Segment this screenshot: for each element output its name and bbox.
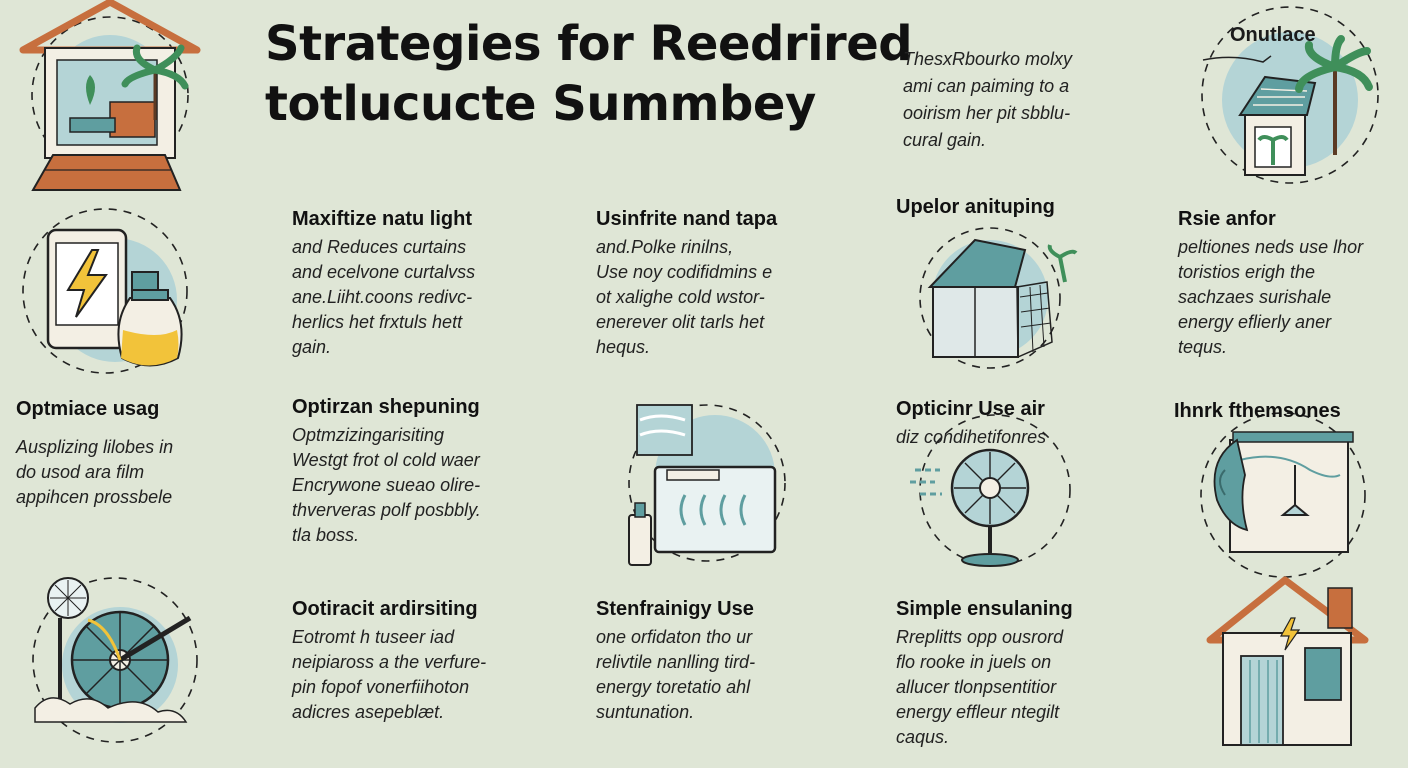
tip-line: energy effleur ntegilt [896,702,1060,722]
tip-heading: Optirzan shepuning [292,396,480,418]
tip-line: appihcen prossbele [16,487,173,507]
tip-block: Optirzan shepuning Optmzizingarisiting W… [292,396,481,548]
tip-block: Ootiracit ardirsiting Eotromt h tuseer i… [292,598,486,725]
corner-label: Onutlace [1230,24,1316,46]
tip-line: allucer tlonpsentitior [896,677,1057,697]
page-title: Strategies for Reedrired totlucucte Summ… [265,14,913,134]
intro-line: cural gain. [903,130,987,150]
tip-heading: Upelor anituping [896,196,1055,218]
tip-line: Use noy codifidmins e [596,262,773,282]
house-plant-icon [19,0,201,191]
shade-house-icon [919,227,1078,369]
tip-line: energy toretatio ahl [596,677,751,697]
tip-line: relivtile nanlling tird- [596,652,756,672]
tip-heading: Maxiftize natu light [292,208,472,230]
tip-block: Stenfrainigy Use one orfidaton tho ur re… [596,598,755,725]
tip-block: Ihnrk fthemsones [1174,400,1341,427]
window-plant-icon [1200,412,1366,578]
tip-line: hequs. [596,337,651,357]
tip-line: suntunation. [596,702,695,722]
tip-block: Maxiftize natu light and Reduces curtain… [292,208,475,360]
tip-line: tla boss. [292,525,360,545]
tip-line: Eotromt h tuseer iad [292,627,455,647]
tip-line: and Reduces curtains [292,237,467,257]
tip-line: and.Polke rinilns, [596,237,734,257]
tip-line: caqus. [896,727,950,747]
title-line-1: Strategies for Reedrired [265,16,913,72]
tip-line: thververas polf posbbly. [292,500,481,520]
tip-line: peltiones neds use lhor [1178,237,1364,257]
tip-line: flo rooke in juels on [896,652,1052,672]
tip-line: herlics het frxtuls hett [292,312,463,332]
tip-line: sachzaes surishale [1178,287,1332,307]
tip-block: Opticinr Use air diz condihetifonres [896,398,1046,450]
tip-block: Usinfrite nand tapa and.Polke rinilns, U… [596,208,777,360]
tip-line: Rreplitts opp ousrord [896,627,1064,647]
tip-line: one orfidaton tho ur [596,627,753,647]
pitcher-icon [117,271,183,367]
tip-line: tequs. [1178,337,1228,357]
intro-line: ami can paiming to a [903,76,1070,96]
tip-line: gain. [292,337,332,357]
title-line-2: totlucucte Summbey [265,76,816,132]
tip-line: ane.Liiht.coons redivc- [292,287,473,307]
house-lightning-icon [1206,576,1369,746]
fridge-icon [628,404,786,566]
tip-line: do usod ara film [16,462,145,482]
fan-icon [910,414,1071,567]
tip-block: Optmiace usag Ausplizing lilobes in do u… [16,398,173,510]
tip-heading: Stenfrainigy Use [596,598,754,620]
tip-heading: Opticinr Use air [896,398,1045,420]
tip-heading: Rsie anfor [1178,208,1276,230]
tip-block: Rsie anfor peltiones neds use lhor toris… [1178,208,1363,360]
tip-line: energy eflierly aner [1178,312,1332,332]
tip-heading: Usinfrite nand tapa [596,208,778,230]
tip-line: Westgt frot ol cold waer [292,450,480,470]
intro-line: ThesxRbourko molxy [903,49,1073,69]
tip-line: enerever olit tarls het [596,312,765,332]
tip-line: adicres asepeblæt. [292,702,445,722]
tip-block: Upelor anituping [896,196,1055,223]
tip-line: ot xalighe cold wstor- [596,287,765,307]
intro-line: ooirism her pit sbblu- [903,103,1071,123]
house-solar-icon [1201,6,1379,184]
tip-heading: Ihnrk fthemsones [1174,400,1341,422]
tip-heading: Optmiace usag [16,398,160,420]
intro-text: ThesxRbourko molxy ami can paiming to a … [903,46,1133,154]
tip-line: pin fopof vonerfiihoton [292,677,470,697]
fan-wheel-icon [32,577,198,743]
tip-line: toristios erigh the [1178,262,1316,282]
tip-line: diz condihetifonres [896,427,1047,447]
tip-line: Encrywone sueao olire- [292,475,481,495]
tip-line: neipiaross a the verfure- [292,652,487,672]
tip-line: Optmzizingarisiting [292,425,445,445]
tip-block: Simple ensulaning Rreplitts opp ousrord … [896,598,1073,750]
tip-line: and ecelvone curtalvss [292,262,476,282]
tip-line: Ausplizing lilobes in [16,437,174,457]
tip-heading: Ootiracit ardirsiting [292,598,478,620]
tip-heading: Simple ensulaning [896,598,1073,620]
